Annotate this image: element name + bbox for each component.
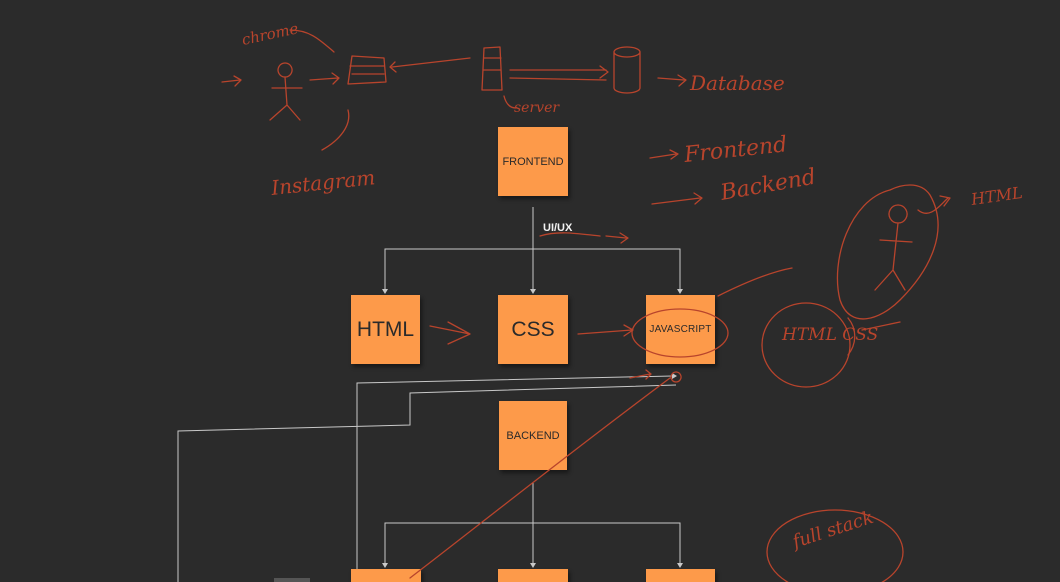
ink-bracket-html-css <box>847 317 901 356</box>
ink-curve-under-user <box>321 109 350 151</box>
ink-chrome-text: chrome <box>240 19 300 49</box>
ink-small-loop-js <box>670 371 682 383</box>
ink-full-stack-text: full stack <box>788 507 876 553</box>
ink-arrow-start <box>221 75 242 87</box>
ink-server-text: server <box>514 100 560 116</box>
note-frontend[interactable]: FRONTEND <box>498 127 568 196</box>
ink-circle-html-css <box>761 302 851 388</box>
note-backend-child-mid[interactable] <box>498 569 568 582</box>
connector-backend-branch <box>384 522 681 565</box>
arrowhead-backend-left <box>382 563 388 568</box>
ink-arrow-to-database <box>657 74 687 87</box>
ink-frontend-text: Frontend <box>682 132 788 168</box>
stick-figure-right-icon <box>874 204 913 291</box>
ink-line-js-right <box>717 267 793 297</box>
arrowhead-html <box>382 289 388 294</box>
note-backend-child-left[interactable] <box>351 569 421 582</box>
ink-arrow-css-js <box>577 324 634 337</box>
database-cylinder-icon <box>613 46 641 94</box>
ink-database-text: Database <box>689 71 785 95</box>
ink-arrow-server-db <box>509 65 609 81</box>
arrowhead-javascript <box>677 289 683 294</box>
ink-arrow-user-to-browser <box>309 72 340 85</box>
ink-html-css-text: HTML CSS <box>781 325 878 345</box>
arrowhead-js-in <box>672 373 677 379</box>
ink-arrow-backend <box>651 192 703 205</box>
note-backend-child-right[interactable] <box>646 569 715 582</box>
ink-arrow-html-css <box>429 321 471 345</box>
note-html[interactable]: HTML <box>351 295 420 364</box>
ink-instagram-text: Instagram <box>269 165 376 200</box>
ink-lasso-right <box>836 184 939 320</box>
ink-arrow-frontend <box>649 149 679 160</box>
connector-frontend-branch <box>384 248 681 290</box>
arrowhead-backend-right <box>677 563 683 568</box>
browser-window-icon <box>347 55 387 85</box>
ink-js-arrow-return <box>629 369 652 380</box>
note-css[interactable]: CSS <box>498 295 568 364</box>
arrowhead-css <box>530 289 536 294</box>
arrowhead-backend-mid <box>530 563 536 568</box>
ink-arrow-browser-server <box>389 57 471 73</box>
ink-backend-text: Backend <box>718 165 818 207</box>
ink-server-bracket <box>503 95 517 109</box>
note-javascript[interactable]: JAVASCRIPT <box>646 295 715 364</box>
ink-chrome-arrow <box>289 29 335 53</box>
stick-figure-user-icon <box>269 62 303 121</box>
ink-circle-full-stack <box>766 509 904 582</box>
ink-arrow-to-html-note <box>917 195 951 214</box>
ink-long-diagonal <box>409 377 671 579</box>
note-backend[interactable]: BACKEND <box>499 401 567 470</box>
ink-uiux-squiggle <box>539 232 629 244</box>
connector-left-long <box>177 384 677 582</box>
server-icon <box>481 46 503 91</box>
ink-html-right-text: HTML <box>969 183 1024 209</box>
ink-circle-javascript <box>631 308 729 358</box>
bottom-scroll-indicator[interactable] <box>274 578 310 582</box>
connector-inner-long <box>356 375 673 570</box>
edge-label-ui-ux[interactable]: UI/UX <box>543 222 573 234</box>
